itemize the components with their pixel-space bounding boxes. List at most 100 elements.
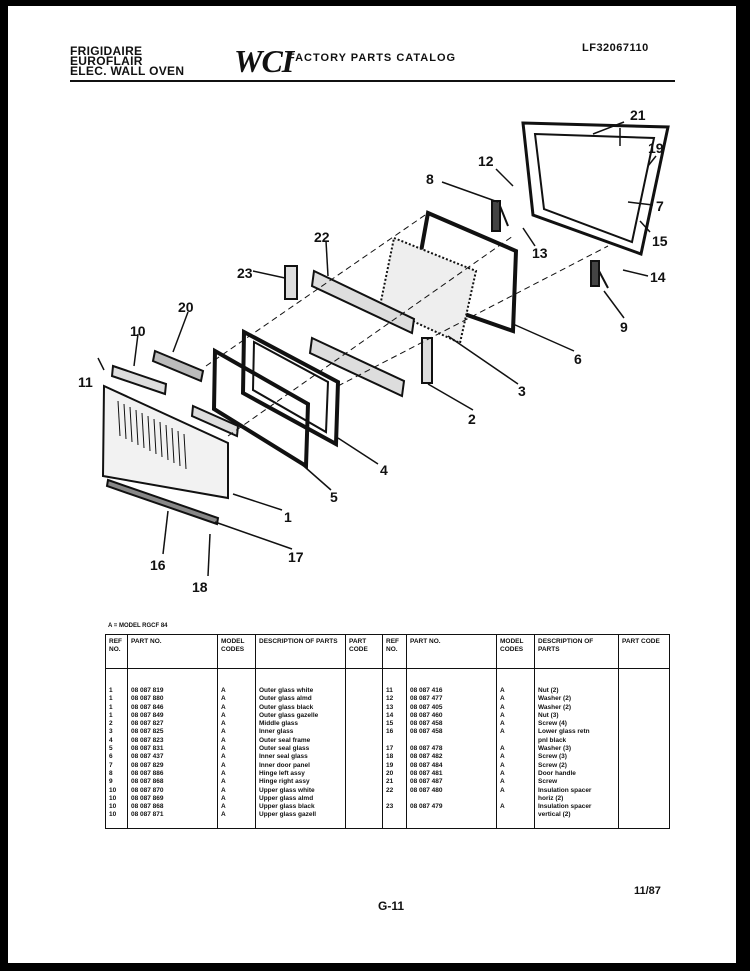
cell-description: Inner seal glass xyxy=(255,753,346,762)
catalog-date: 11/87 xyxy=(634,885,661,897)
parts-table: REF NO. PART NO. MODEL CODES DESCRIPTION… xyxy=(105,634,670,829)
cell-description: Outer seal glass xyxy=(255,745,346,754)
callout-13: 13 xyxy=(532,245,548,261)
cell-description-2: Washer (3) xyxy=(534,745,619,754)
cell-part-code xyxy=(345,745,383,754)
cell-model-code-2: A xyxy=(496,769,535,779)
cell-description-2: Door handle xyxy=(534,769,619,779)
cell-part-code xyxy=(345,703,383,712)
col-part-no: PART NO. xyxy=(127,634,218,669)
callout-14: 14 xyxy=(650,269,666,285)
cell-model-code: A xyxy=(217,811,256,829)
callout-16: 16 xyxy=(150,557,166,573)
callout-4: 4 xyxy=(380,462,388,478)
callout-5: 5 xyxy=(330,489,338,505)
cell-model-code: A xyxy=(217,745,256,754)
cell-part-code xyxy=(345,736,383,746)
part-upper-glass xyxy=(110,364,240,438)
cell-part-code xyxy=(345,695,383,704)
cell-description-2: Screw (2) xyxy=(534,761,619,770)
cell-ref-no: 1 xyxy=(105,703,128,712)
part-spacer-vertical xyxy=(284,265,433,384)
cell-part-code-2 xyxy=(618,803,670,812)
callout-18: 18 xyxy=(192,579,208,595)
catalog-title: FACTORY PARTS CATALOG xyxy=(288,52,457,64)
cell-model-code-2: A xyxy=(496,695,535,704)
cell-part-code xyxy=(345,761,383,770)
col-model-codes-2: MODEL CODES xyxy=(496,634,535,669)
cell-description: Upper glass gazell xyxy=(255,811,346,829)
cell-description-2: Screw xyxy=(534,778,619,787)
cell-model-code: A xyxy=(217,753,256,762)
cell-part-code xyxy=(345,711,383,721)
col-ref-no: REF NO. xyxy=(105,634,128,669)
cell-ref-no-2: 16 xyxy=(382,728,407,737)
cell-ref-no-2: 11 xyxy=(382,668,407,696)
cell-part-code-2 xyxy=(618,720,670,729)
callout-23: 23 xyxy=(237,265,253,281)
cell-description: Outer seal frame xyxy=(255,736,346,746)
cell-part-code-2 xyxy=(618,778,670,787)
cell-part-no-2 xyxy=(406,811,497,829)
cell-part-no: 08 087 846 xyxy=(127,703,218,712)
cell-part-no-2: 08 087 416 xyxy=(406,668,497,696)
cell-model-code-2: A xyxy=(496,753,535,762)
cell-ref-no-2: 13 xyxy=(382,703,407,712)
col-description: DESCRIPTION OF PARTS xyxy=(255,634,346,669)
cell-ref-no: 10 xyxy=(105,786,128,795)
cell-description-2: Insulation spacer xyxy=(534,803,619,812)
cell-description-2: Washer (2) xyxy=(534,703,619,712)
cell-model-code-2: A xyxy=(496,803,535,812)
cell-model-code: A xyxy=(217,703,256,712)
cell-part-code-2 xyxy=(618,668,670,696)
part-inner-door-panel xyxy=(521,121,670,256)
callout-12: 12 xyxy=(478,153,494,169)
wci-logo: WCI xyxy=(234,43,294,79)
cell-model-code: A xyxy=(217,761,256,770)
cell-description: Upper glass white xyxy=(255,786,346,795)
cell-ref-no: 2 xyxy=(105,720,128,729)
brand-line-1: FRIGIDAIRE xyxy=(70,44,143,58)
cell-part-code-2 xyxy=(618,703,670,712)
cell-model-code-2: A xyxy=(496,711,535,721)
cell-part-no: 08 087 823 xyxy=(127,736,218,746)
cell-ref-no-2: 12 xyxy=(382,695,407,704)
cell-ref-no: 1 xyxy=(105,711,128,721)
cell-description: Hinge right assy xyxy=(255,778,346,787)
cell-model-code-2: A xyxy=(496,703,535,712)
cell-part-code-2 xyxy=(618,769,670,779)
cell-part-no-2: 08 087 482 xyxy=(406,753,497,762)
cell-part-no-2: 08 087 458 xyxy=(406,720,497,729)
cell-description-2: Washer (2) xyxy=(534,695,619,704)
cell-part-code xyxy=(345,786,383,795)
cell-ref-no: 10 xyxy=(105,811,128,829)
cell-description: Outer glass white xyxy=(255,668,346,696)
cell-model-code: A xyxy=(217,794,256,804)
cell-part-no: 08 087 437 xyxy=(127,753,218,762)
cell-description-2: Screw (3) xyxy=(534,753,619,762)
part-hinge-left xyxy=(491,200,509,232)
col-ref-no-2: REF NO. xyxy=(382,634,407,669)
cell-part-no-2: 08 087 405 xyxy=(406,703,497,712)
cell-part-code xyxy=(345,794,383,804)
brand-line-3: ELEC. WALL OVEN xyxy=(70,64,185,78)
cell-ref-no: 10 xyxy=(105,803,128,812)
cell-model-code: A xyxy=(217,695,256,704)
exploded-door-diagram: 21 19 12 8 7 15 13 14 22 23 20 10 6 9 3 … xyxy=(78,107,670,595)
cell-ref-no-2 xyxy=(382,811,407,829)
page-number: G-11 xyxy=(378,899,405,913)
cell-part-code xyxy=(345,803,383,812)
cell-part-code xyxy=(345,753,383,762)
cell-description: Upper glass almd xyxy=(255,794,346,804)
cell-part-no: 08 087 849 xyxy=(127,711,218,721)
